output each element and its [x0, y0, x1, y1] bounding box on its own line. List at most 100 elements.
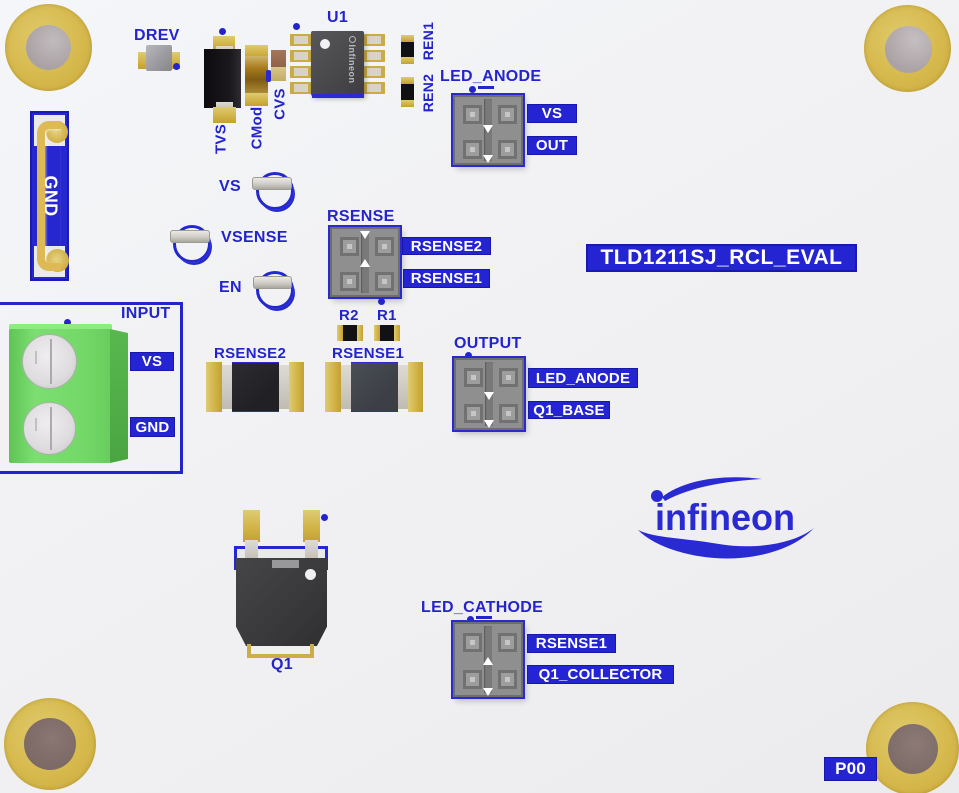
q1-tab-pad	[247, 644, 314, 658]
header-pin	[463, 140, 482, 159]
rsense2-resistor-body	[232, 362, 279, 412]
input-pin-tag-vs: VS	[130, 352, 174, 371]
header-pin	[499, 368, 518, 387]
ren1-label: REN1	[420, 21, 436, 61]
u1-pin	[290, 82, 312, 94]
header-pin	[340, 237, 359, 256]
rsense2-pad-right	[289, 362, 304, 412]
infineon-logo-ball	[651, 490, 663, 502]
q1-body-notch	[272, 560, 299, 568]
u1-pin	[363, 50, 385, 62]
pin1-marker	[360, 259, 370, 267]
header-pin	[340, 272, 359, 291]
infineon-logo-text: infineon	[655, 497, 795, 538]
en-testpoint-label: EN	[219, 279, 242, 296]
u1-chip-brand: Infineon	[347, 44, 357, 84]
drev-pad-left	[138, 52, 148, 69]
ren1-resistor	[401, 35, 414, 64]
cmod-cap-top	[245, 45, 268, 58]
ren2-cap-top	[401, 77, 414, 84]
cmod-capacitor-body	[245, 56, 268, 95]
mounting-hole-top-right-bore	[885, 26, 932, 73]
rsense1-term-right	[398, 365, 408, 409]
vsense-testpoint-label: VSENSE	[221, 229, 288, 246]
vsense-testpoint-pad	[170, 230, 210, 243]
u1-pin	[363, 34, 385, 46]
input-terminal-side-face	[110, 329, 128, 463]
input-screw-gnd	[23, 402, 76, 455]
via-dot	[465, 352, 472, 359]
u1-pin	[290, 50, 312, 62]
infineon-chip-logo-mark	[349, 36, 356, 43]
silk-line	[478, 86, 494, 89]
cmod-cap-bottom	[245, 93, 268, 106]
u1-label: U1	[327, 9, 349, 26]
cvs-capacitor-top	[271, 50, 286, 68]
u1-pin1-dot	[320, 39, 330, 49]
via-dot	[219, 28, 226, 35]
ren1-cap-bottom	[401, 57, 414, 64]
pin1-marker	[483, 155, 493, 163]
q1-lead-right-tip	[305, 540, 318, 562]
r1-label: R1	[377, 307, 397, 324]
rsense-header-label: RSENSE	[327, 208, 395, 225]
drev-pad-right	[170, 52, 180, 69]
rsense2-pad-left	[206, 362, 222, 412]
rsense1-pad-left	[325, 362, 341, 412]
rsense1-resistor-body	[351, 362, 398, 412]
u1-silk-strip	[312, 94, 364, 98]
r1-resistor	[374, 325, 400, 341]
header-pin	[463, 670, 482, 689]
pin1-marker	[483, 688, 493, 696]
mounting-hole-top-left-bore	[26, 25, 71, 70]
ren2-label: REN2	[420, 73, 436, 113]
pin1-marker	[484, 420, 494, 428]
cmod-silk-tick	[266, 70, 271, 82]
led-anode-header-label: LED_ANODE	[440, 68, 542, 85]
u1-pin	[290, 34, 312, 46]
rsense1-part-label: RSENSE1	[332, 345, 405, 362]
ren2-cap-bottom	[401, 100, 414, 107]
vs-testpoint-label: VS	[219, 178, 241, 195]
output-pin-tag-q1-base: Q1_BASE	[528, 401, 610, 419]
rsense1-pad-right	[408, 362, 423, 412]
header-pin	[463, 105, 482, 124]
pin1-marker	[483, 125, 493, 133]
q1-pin1-dot	[305, 569, 316, 580]
infineon-logo-upper-swoosh	[662, 477, 762, 501]
vs-testpoint	[256, 172, 294, 210]
mounting-hole-bottom-right-bore	[888, 724, 938, 774]
vsense-testpoint	[173, 225, 211, 263]
tvs-diode-body	[204, 49, 241, 108]
led-anode-header	[453, 95, 523, 165]
header-pin	[464, 368, 483, 387]
q1-label: Q1	[271, 656, 293, 673]
rsense1-term-left	[341, 365, 351, 409]
header-pin	[463, 633, 482, 652]
u1-chip-body	[311, 31, 364, 96]
ren1-cap-top	[401, 35, 414, 42]
rsense-pin-tag-rsense1: RSENSE1	[403, 269, 490, 288]
silk-line	[476, 616, 492, 619]
led-anode-pin-tag-out: OUT	[527, 136, 577, 155]
mounting-hole-bottom-left-bore	[24, 718, 76, 770]
rsense2-term-left	[222, 365, 232, 409]
via-dot	[467, 616, 474, 623]
cvs-label: CVS	[271, 88, 289, 120]
drev-label: DREV	[134, 27, 180, 44]
revision-tag: P00	[824, 757, 877, 781]
rsense2-part-label: RSENSE2	[214, 345, 287, 362]
via-dot	[293, 23, 300, 30]
rsense2-term-right	[279, 365, 289, 409]
r1-cap-left	[374, 325, 380, 341]
led-anode-pin-tag-vs: VS	[527, 104, 577, 123]
u1-pin	[290, 66, 312, 78]
input-pin-tag-gnd: GND	[130, 417, 175, 437]
input-label: INPUT	[121, 305, 171, 322]
input-screw-vs	[22, 334, 77, 389]
via-dot	[469, 86, 476, 93]
header-pin	[499, 404, 518, 423]
drev-diode-body	[146, 45, 172, 71]
led-cathode-pin-tag-q1-collector: Q1_COLLECTOR	[527, 665, 674, 684]
r2-cap-right	[357, 325, 363, 341]
